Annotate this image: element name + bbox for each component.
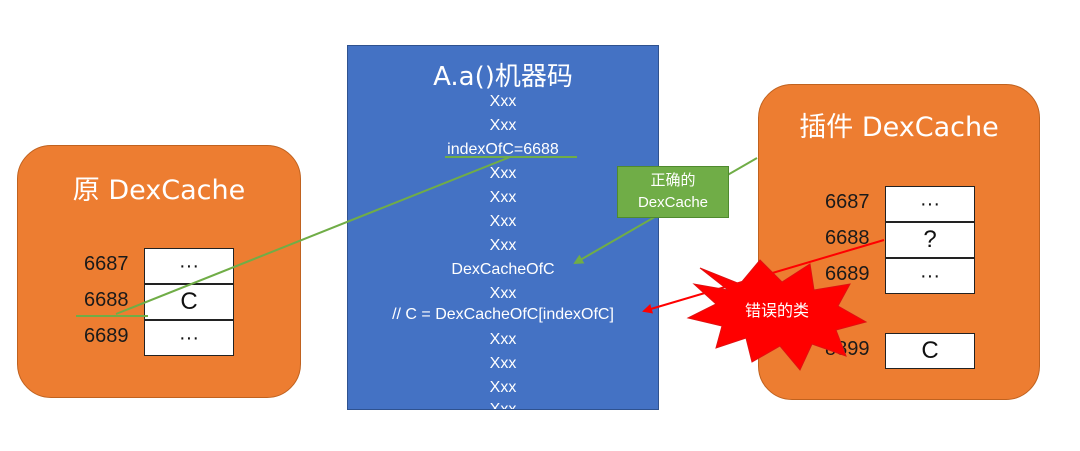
code-line: Xxx [489,117,517,134]
code-line: Xxx [489,285,517,302]
row-index: 6689 [825,263,870,285]
code-line: Xxx [489,237,517,254]
row-value: C [885,333,975,369]
wrong-class-label: 错误的类 [744,301,809,320]
code-line-dexcache-of-c: DexCacheOfC [451,261,555,278]
row-value: ··· [144,248,234,284]
row-value: ··· [885,258,975,294]
row-value: C [144,284,234,320]
index-to-original-line [115,156,511,315]
callout-line-2: DexCache [637,194,709,211]
row-index: 6687 [825,191,870,213]
code-line-lookup: // C = DexCacheOfC[indexOfC] [392,306,614,323]
row-value: ? [885,222,975,258]
row-index: 6688 [825,227,870,249]
code-line: Xxx [489,93,517,110]
code-line: Xxx [489,355,517,372]
callout-line-1: 正确的 [650,172,696,189]
wrong-class-burst-icon [686,259,868,371]
code-line: Xxx [489,331,517,348]
code-line: Xxx [489,401,517,410]
machine-code-block: A.a()机器码 Xxx Xxx indexOfC=6688 Xxx Xxx X… [347,45,659,410]
correct-dexcache-callout: 正确的 DexCache [617,166,729,218]
code-line: Xxx [489,165,517,182]
row-index: 6689 [84,325,129,347]
row-index: 6687 [84,253,129,275]
code-line: Xxx [489,189,517,206]
code-line-index-of-c: indexOfC=6688 [447,141,559,158]
plugin-dexcache-title: 插件 DexCache [799,112,999,143]
machine-code-title: A.a()机器码 [433,62,573,92]
original-dexcache-panel: 原 DexCache 6687 ··· 6688 C 6689 ··· [17,145,301,398]
row-value: ··· [144,320,234,356]
original-dexcache-title: 原 DexCache [72,175,246,206]
code-line: Xxx [489,379,517,396]
code-line: Xxx [489,213,517,230]
row-value: ··· [885,186,975,222]
row-index: 6688 [84,289,129,311]
